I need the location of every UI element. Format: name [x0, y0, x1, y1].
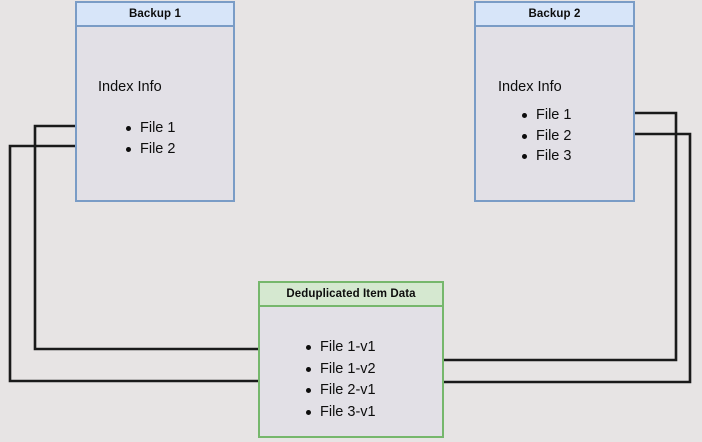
deduplicated-item-data-header: Deduplicated Item Data: [260, 283, 442, 307]
backup-1-title: Backup 1: [129, 8, 181, 20]
deduplicated-item-data-title: Deduplicated Item Data: [286, 288, 416, 300]
deduplicated-file-list: File 1-v1 File 1-v2 File 2-v1 File 3-v1: [304, 337, 376, 423]
list-item[interactable]: File 2: [124, 139, 175, 160]
list-item[interactable]: File 1: [520, 105, 571, 126]
backup-2-body: Index Info File 1 File 2 File 3: [476, 27, 633, 200]
backup-2-title: Backup 2: [528, 8, 581, 20]
list-item[interactable]: File 2-v1: [304, 380, 376, 402]
backup-1-body: Index Info File 1 File 2: [77, 27, 233, 200]
list-item[interactable]: File 2: [520, 126, 571, 147]
deduplicated-item-data-box[interactable]: Deduplicated Item Data File 1-v1 File 1-…: [258, 281, 444, 438]
list-item[interactable]: File 1: [124, 118, 175, 139]
list-item[interactable]: File 1-v2: [304, 359, 376, 381]
backup-1-header: Backup 1: [77, 3, 233, 27]
backup-2-box[interactable]: Backup 2 Index Info File 1 File 2 File 3: [474, 1, 635, 202]
backup-2-file-list: File 1 File 2 File 3: [520, 105, 571, 167]
backup-2-header: Backup 2: [476, 3, 633, 27]
backup-2-index-info-label: Index Info: [498, 79, 562, 95]
list-item[interactable]: File 3-v1: [304, 402, 376, 424]
backup-1-file-list: File 1 File 2: [124, 118, 175, 159]
list-item[interactable]: File 1-v1: [304, 337, 376, 359]
list-item[interactable]: File 3: [520, 146, 571, 167]
backup-1-index-info-label: Index Info: [98, 79, 162, 95]
deduplicated-item-data-body: File 1-v1 File 1-v2 File 2-v1 File 3-v1: [260, 307, 442, 436]
backup-1-box[interactable]: Backup 1 Index Info File 1 File 2: [75, 1, 235, 202]
